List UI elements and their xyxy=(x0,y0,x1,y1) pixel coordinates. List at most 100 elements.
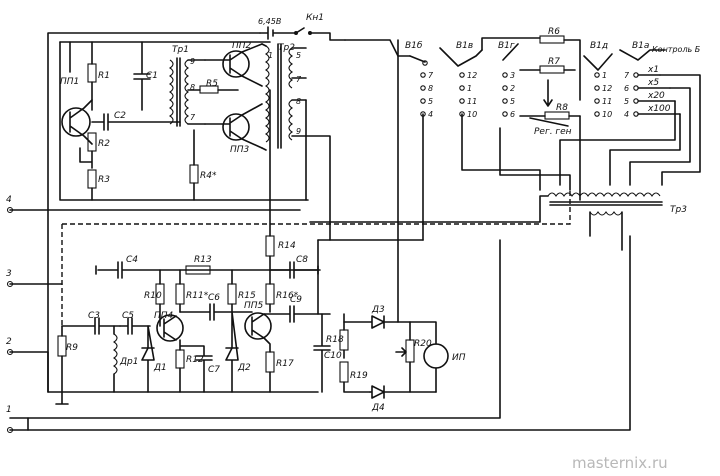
transistor-pp3 xyxy=(222,113,250,141)
label-d4: Д4 xyxy=(371,403,385,413)
label-r9: R9 xyxy=(66,343,78,353)
range-switch[interactable] xyxy=(344,35,681,127)
component-labels: ПП1 R1 C1 C2 R2 R3 Тр1 R5 R4* ПП2 ПП3 Тр… xyxy=(6,13,701,415)
resistor-r13 xyxy=(185,265,211,275)
label-v1d: В1д xyxy=(590,41,608,51)
svg-text:9: 9 xyxy=(296,127,301,136)
svg-text:1: 1 xyxy=(467,84,472,93)
label-r4: R4* xyxy=(200,171,217,181)
label-dr1: Др1 xyxy=(119,357,138,367)
label-d1: Д1 xyxy=(153,363,167,373)
label-c8: C8 xyxy=(296,255,308,265)
label-v1b: В1б xyxy=(405,41,423,51)
label-c1: C1 xyxy=(146,71,158,81)
terminals[interactable] xyxy=(6,206,14,434)
label-r14: R14 xyxy=(278,241,296,251)
label-v1a: В1а xyxy=(632,41,649,51)
svg-text:8: 8 xyxy=(428,84,433,93)
svg-text:2: 2 xyxy=(510,84,515,93)
battery-symbol xyxy=(259,26,297,40)
label-battery: 6,45В xyxy=(258,17,281,26)
label-d2: Д2 xyxy=(237,363,251,373)
capacitor-c1 xyxy=(133,41,151,111)
switch-to-transformer-wiring xyxy=(422,74,701,241)
label-r12: R12 xyxy=(186,355,204,365)
label-r7: R7 xyxy=(548,57,560,67)
label-r17: R17 xyxy=(276,359,294,369)
label-c2: C2 xyxy=(114,111,126,121)
resistor-r4 xyxy=(189,164,199,184)
label-r13: R13 xyxy=(194,255,212,265)
label-term2: 2 xyxy=(6,337,12,347)
transformer-tr1 xyxy=(169,57,189,127)
diode-d1 xyxy=(141,325,155,393)
resistor-r3 xyxy=(87,169,97,189)
label-d3: Д3 xyxy=(371,305,385,315)
capacitor-c6 xyxy=(179,303,253,321)
label-ip: ИП xyxy=(452,353,466,363)
label-c6: C6 xyxy=(208,293,220,303)
label-tr1: Тр1 xyxy=(172,45,189,55)
resistor-r11 xyxy=(175,283,185,305)
capacitor-c9 xyxy=(263,305,331,323)
label-r19: R19 xyxy=(350,371,368,381)
label-term1: 1 xyxy=(6,405,12,415)
label-r20: R20 xyxy=(414,339,432,349)
label-r15: R15 xyxy=(238,291,256,301)
label-c4: C4 xyxy=(126,255,138,265)
resistor-r15 xyxy=(227,283,237,305)
svg-text:10: 10 xyxy=(467,110,477,119)
capacitor-c7 xyxy=(179,339,213,393)
label-x20: x20 xyxy=(647,91,665,101)
svg-text:8: 8 xyxy=(296,97,301,106)
svg-text:4: 4 xyxy=(624,110,629,119)
switch-kn1 xyxy=(295,27,346,41)
label-x100: x100 xyxy=(647,104,671,114)
label-c9: C9 xyxy=(290,295,302,305)
transformer-tr3 xyxy=(309,192,663,251)
svg-text:5: 5 xyxy=(624,97,629,106)
label-v1v: В1в xyxy=(456,41,473,51)
capacitor-c3 xyxy=(61,317,121,335)
label-r18: R18 xyxy=(326,335,344,345)
label-pp1: ПП1 xyxy=(60,77,79,87)
transistor-pp5 xyxy=(244,312,272,340)
svg-text:8: 8 xyxy=(190,83,195,92)
label-c10: C10 xyxy=(324,351,342,361)
resistor-r17 xyxy=(265,351,275,373)
oscillator-block xyxy=(9,26,346,393)
label-c5: C5 xyxy=(122,311,134,321)
transistor-pp1 xyxy=(61,107,91,137)
terminal-4[interactable] xyxy=(6,206,14,214)
label-c7: C7 xyxy=(208,365,220,375)
svg-text:12: 12 xyxy=(602,84,612,93)
svg-text:4: 4 xyxy=(428,110,433,119)
resistor-r20 xyxy=(405,339,415,363)
capacitor-c2 xyxy=(91,113,181,131)
svg-text:6: 6 xyxy=(624,84,629,93)
svg-text:9: 9 xyxy=(190,57,195,66)
terminal-2[interactable] xyxy=(6,348,14,356)
terminal-3[interactable] xyxy=(6,280,14,288)
label-r2: R2 xyxy=(98,139,110,149)
label-c3: C3 xyxy=(88,311,100,321)
transistor-pp2 xyxy=(222,50,250,78)
label-rv: Рег. ген xyxy=(534,127,572,137)
terminal-1[interactable] xyxy=(6,426,14,434)
inductor-dr1 xyxy=(113,333,118,375)
label-r8: R8 xyxy=(556,103,568,113)
label-term3: 3 xyxy=(6,269,12,279)
transistor-pp4 xyxy=(156,314,184,342)
svg-text:5: 5 xyxy=(296,51,301,60)
label-pp2: ПП2 xyxy=(232,41,252,51)
label-r6: R6 xyxy=(548,27,560,37)
label-r3: R3 xyxy=(98,175,110,185)
capacitor-c8 xyxy=(269,261,319,279)
diode-d3 xyxy=(343,315,411,329)
resistor-r19 xyxy=(339,361,349,383)
label-kn1: Кн1 xyxy=(306,13,324,23)
svg-text:5: 5 xyxy=(510,97,515,106)
svg-text:5: 5 xyxy=(428,97,433,106)
svg-text:7: 7 xyxy=(428,71,434,80)
